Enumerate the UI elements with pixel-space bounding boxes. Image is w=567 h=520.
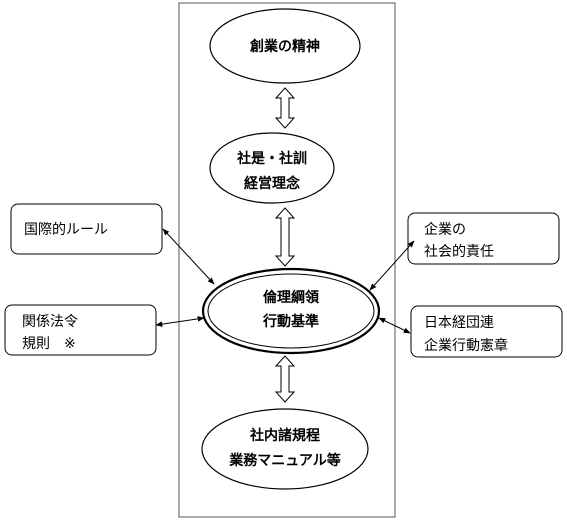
node-internal-rules-line1: 社内諸規程 xyxy=(249,427,320,444)
node-csr-line2: 社会的責任 xyxy=(424,244,494,260)
node-related-laws: 関係法令 規則 ※ xyxy=(4,304,157,356)
node-internal-rules: 社内諸規程 業務マニュアル等 xyxy=(201,408,369,490)
hollow-double-arrow-1 xyxy=(274,87,296,129)
node-internal-rules-line2: 業務マニュアル等 xyxy=(228,452,341,469)
node-international-rules: 国際的ルール xyxy=(10,203,163,255)
node-company-motto-line2: 経営理念 xyxy=(244,175,301,192)
node-keidanren-line1: 日本経団連 xyxy=(424,315,494,331)
node-ethics-code: 倫理綱領 行動基準 xyxy=(201,267,381,355)
node-keidanren-line2: 企業行動憲章 xyxy=(424,337,508,354)
node-related-laws-line2: 規則 ※ xyxy=(22,336,76,352)
node-csr-line1: 企業の xyxy=(424,221,466,238)
node-ethics-line1: 倫理綱領 xyxy=(263,289,320,306)
node-keidanren-charter: 日本経団連 企業行動憲章 xyxy=(410,305,563,358)
node-corporate-social-responsibility: 企業の 社会的責任 xyxy=(407,212,560,265)
node-founding-spirit: 創業の精神 xyxy=(209,8,361,84)
node-international-rules-label: 国際的ルール xyxy=(24,222,108,238)
hollow-double-arrow-2 xyxy=(274,207,296,267)
connector-international-rules xyxy=(162,228,215,285)
connector-csr xyxy=(369,240,415,291)
connector-related-laws xyxy=(155,316,205,327)
node-ethics-line2: 行動基準 xyxy=(262,313,319,330)
connector-keidanren xyxy=(378,317,411,334)
node-company-motto-line1: 社是・社訓 xyxy=(236,150,307,167)
node-related-laws-line1: 関係法令 xyxy=(22,314,78,330)
node-founding-spirit-label: 創業の精神 xyxy=(249,38,320,55)
hollow-double-arrow-3 xyxy=(274,355,296,403)
node-company-motto: 社是・社訓 経営理念 xyxy=(209,132,335,204)
